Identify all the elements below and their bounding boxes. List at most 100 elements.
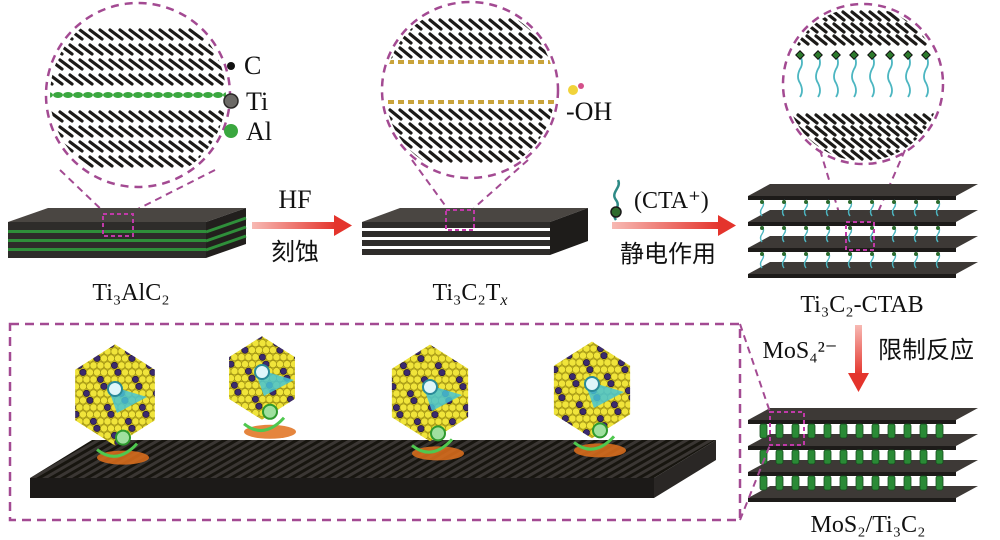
molybdenum-atom xyxy=(448,418,456,426)
molybdenum-atom xyxy=(586,366,594,374)
sulfur-atom xyxy=(128,382,136,391)
sulfur-atom xyxy=(82,375,91,384)
atom-rod xyxy=(528,108,543,121)
sulfur-atom xyxy=(561,358,570,367)
atom-rod xyxy=(832,113,846,125)
electron-path-arrow xyxy=(411,438,454,454)
molybdenum-atom xyxy=(107,344,115,348)
ctab-head xyxy=(870,252,874,256)
sulfur-atom xyxy=(75,368,80,377)
atom-rod xyxy=(841,113,855,125)
molybdenum-atom xyxy=(93,424,101,432)
molybdenum-atom xyxy=(234,388,242,396)
atom-rod xyxy=(931,125,940,137)
atom-rod xyxy=(832,10,846,22)
atom-rod xyxy=(198,110,214,123)
atom-rod xyxy=(508,108,523,121)
hydroxyl-group xyxy=(448,100,454,104)
sulfur-atom xyxy=(272,367,281,376)
atom-rod xyxy=(850,10,864,22)
atom-rod xyxy=(168,43,184,56)
sulfur-atom xyxy=(138,347,147,356)
molybdenum-atom xyxy=(553,366,559,374)
atom-rod xyxy=(942,12,952,20)
sulfur-atom xyxy=(438,354,446,363)
mos2-pillar xyxy=(823,475,832,491)
sulfur-atom xyxy=(229,374,235,383)
sulfur-atom xyxy=(431,368,439,377)
ctab-head xyxy=(804,252,808,256)
sulfur-atom xyxy=(610,358,619,367)
molybdenum-atom xyxy=(142,410,150,418)
sulfur-atom xyxy=(382,383,389,390)
sulfur-atom xyxy=(575,358,584,367)
sulfur-atom xyxy=(276,360,284,369)
atom-rod xyxy=(168,140,184,153)
sulfur-atom xyxy=(553,341,559,346)
molybdenum-atom xyxy=(231,381,239,389)
sulfur-atom xyxy=(149,354,155,363)
sulfur-atom xyxy=(438,344,446,349)
atom-rod xyxy=(823,113,837,125)
hydroxyl-group xyxy=(408,100,414,104)
sulfur-atom xyxy=(607,365,615,374)
atom-rod xyxy=(868,149,882,161)
atom-rod xyxy=(78,125,94,138)
sulfur-atom xyxy=(403,410,411,419)
sulfur-atom xyxy=(103,347,112,356)
atom-rod xyxy=(518,46,533,59)
hydroxyl-group xyxy=(468,60,474,64)
molybdenum-atom xyxy=(75,344,80,348)
atom-rod xyxy=(398,108,413,121)
sulfur-atom xyxy=(117,347,126,356)
atom-rod xyxy=(841,149,855,161)
sulfur-atom xyxy=(128,410,136,419)
sulfur-atom xyxy=(579,351,587,360)
atom-rod xyxy=(128,43,144,56)
hydrogen-atom-icon xyxy=(578,83,584,89)
ctab-chain xyxy=(815,54,821,98)
molybdenum-atom xyxy=(66,383,72,389)
atom-rod xyxy=(418,122,433,135)
atom-rod xyxy=(560,20,571,29)
sulfur-atom xyxy=(283,388,291,397)
ctab-chain xyxy=(923,54,929,98)
sulfur-atom xyxy=(229,402,235,411)
sulfur-atom xyxy=(452,382,460,391)
sulfur-atom xyxy=(600,407,608,416)
molybdenum-atom xyxy=(470,432,476,438)
atom-rod xyxy=(498,136,513,149)
atom-rod xyxy=(786,10,792,22)
sulfur-atom xyxy=(131,417,140,426)
sulfur-atom xyxy=(237,381,246,390)
sulfur-atom xyxy=(413,403,422,412)
atom-rod xyxy=(528,32,543,45)
atom-rod xyxy=(230,112,242,121)
atom-rod xyxy=(188,43,204,56)
mos2-pillar xyxy=(903,475,912,491)
sulfur-atom xyxy=(75,354,80,363)
hydroxyl-group xyxy=(478,100,484,104)
ctab-chain xyxy=(797,54,803,98)
molybdenum-atom xyxy=(452,355,460,363)
sulfur-atom xyxy=(110,417,119,426)
sulfur-atom xyxy=(621,379,629,388)
sulfur-atom xyxy=(628,379,631,388)
mos2-pillar xyxy=(823,423,832,439)
sulfur-atom xyxy=(593,341,601,346)
sulfur-atom xyxy=(392,347,401,356)
atom-rod xyxy=(518,122,533,135)
sulfur-atom xyxy=(621,351,629,360)
atom-rod xyxy=(158,110,174,123)
molybdenum-atom xyxy=(596,345,604,353)
atom-rod xyxy=(942,24,952,32)
aluminum-atom-icon xyxy=(224,124,238,138)
atom-rod xyxy=(178,155,194,168)
sulfur-atom xyxy=(128,368,136,377)
atom-rod xyxy=(498,32,513,45)
sulfur-atom xyxy=(392,389,401,398)
confined-reaction-arrow: MoS₄²⁻ 限制反应 xyxy=(763,325,974,392)
sulfur-atom xyxy=(229,339,232,348)
sulfur-atom xyxy=(391,354,397,363)
sulfur-atom xyxy=(262,346,270,355)
